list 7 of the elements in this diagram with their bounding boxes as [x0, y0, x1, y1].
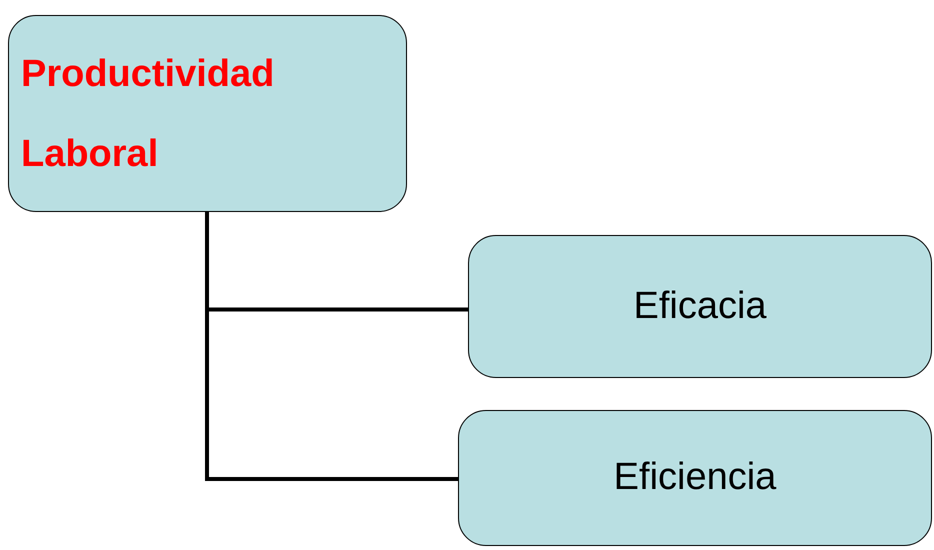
connector-line — [205, 212, 458, 481]
node-label: Productividad Laboral — [21, 52, 276, 176]
rounded-box — [8, 15, 407, 212]
node-label: Eficacia — [633, 284, 767, 329]
rounded-box — [458, 410, 932, 546]
node-label: Eficiencia — [614, 455, 776, 500]
rounded-box — [468, 235, 932, 378]
